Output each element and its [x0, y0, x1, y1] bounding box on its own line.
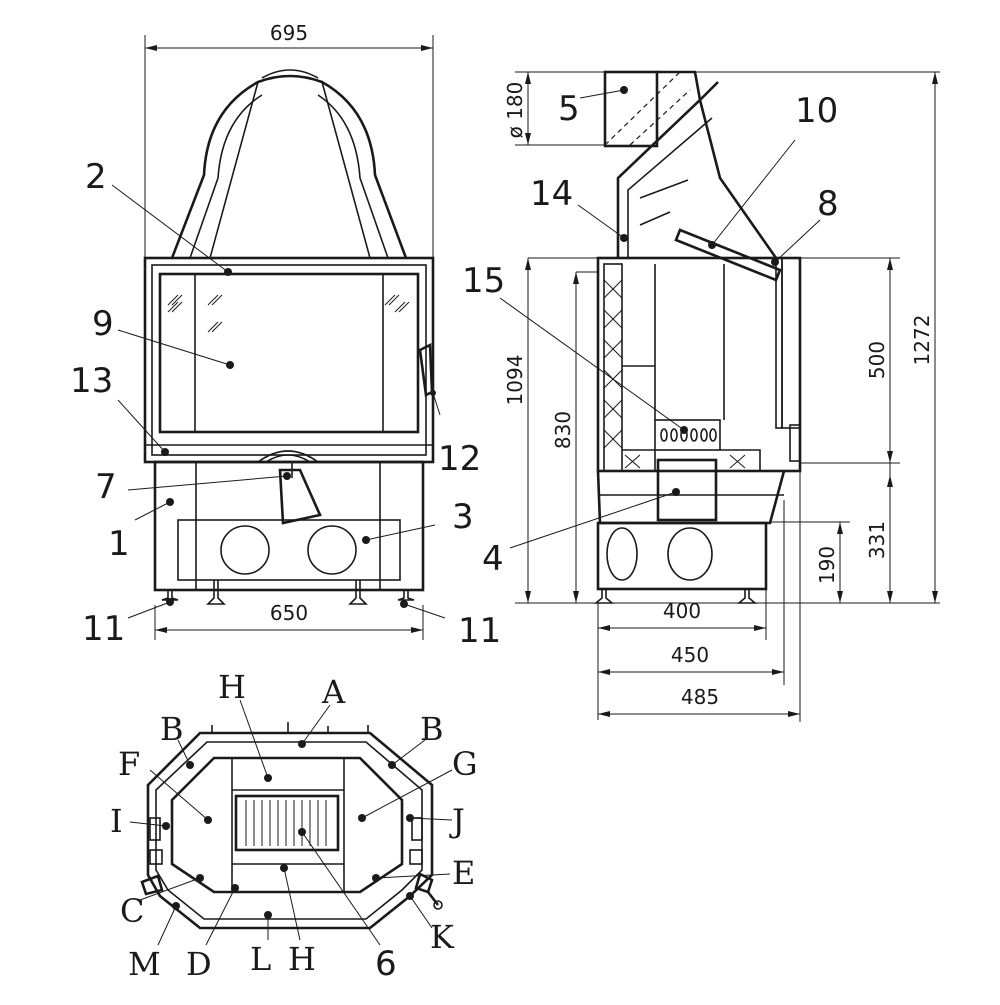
label-D: D	[186, 945, 212, 983]
side-view: ø 180 1094 830 500 331 190 1272	[462, 70, 940, 722]
label-6: 6	[375, 944, 397, 984]
insulation-hatch	[603, 279, 623, 449]
dim-width-top: 695	[270, 21, 308, 45]
label-E: E	[452, 854, 475, 892]
dim-height-1094: 1094	[503, 355, 527, 406]
label-G: G	[452, 745, 478, 783]
dim-flue-diameter: ø 180	[503, 82, 527, 139]
label-10: 10	[795, 91, 838, 131]
label-C: C	[120, 892, 144, 930]
label-B-right: B	[420, 710, 444, 748]
label-H-top: H	[218, 668, 246, 706]
dim-height-total: 1272	[910, 315, 934, 366]
dim-width-bottom: 650	[270, 601, 308, 625]
grate-slots	[660, 428, 717, 442]
top-view: A H B B F G I J E C K M D L H 6	[110, 668, 478, 984]
label-F: F	[118, 745, 140, 783]
label-A: A	[321, 673, 346, 711]
label-15: 15	[462, 261, 505, 301]
dim-height-331: 331	[865, 521, 889, 559]
dim-height-500: 500	[865, 341, 889, 379]
top-leaders	[129, 699, 453, 946]
insulation-panel	[603, 263, 623, 472]
label-4: 4	[482, 539, 504, 579]
label-2: 2	[85, 157, 107, 197]
label-K: K	[430, 918, 455, 956]
label-5: 5	[558, 89, 580, 129]
dim-depth-485: 485	[681, 685, 719, 709]
dim-height-830: 830	[551, 411, 575, 449]
label-11-left: 11	[82, 609, 125, 649]
label-I: I	[110, 802, 123, 840]
label-8: 8	[817, 184, 839, 224]
label-12: 12	[438, 439, 481, 479]
front-leaders	[111, 184, 446, 619]
front-view: 695	[70, 21, 501, 651]
label-L: L	[250, 940, 271, 978]
label-3: 3	[452, 497, 474, 537]
grate-bars	[245, 800, 327, 846]
dim-depth-400: 400	[663, 599, 701, 623]
label-14: 14	[530, 174, 573, 214]
label-J: J	[449, 802, 465, 840]
side-leaders	[499, 86, 821, 549]
label-7: 7	[95, 467, 117, 507]
label-1: 1	[108, 524, 130, 564]
label-M: M	[128, 945, 161, 983]
dim-depth-450: 450	[671, 643, 709, 667]
label-B-left: B	[160, 710, 184, 748]
label-9: 9	[92, 304, 114, 344]
glass-highlights	[167, 294, 410, 333]
label-H-bottom: H	[288, 940, 316, 978]
label-13: 13	[70, 361, 113, 401]
dim-height-190: 190	[815, 546, 839, 584]
label-11-right: 11	[458, 611, 501, 651]
